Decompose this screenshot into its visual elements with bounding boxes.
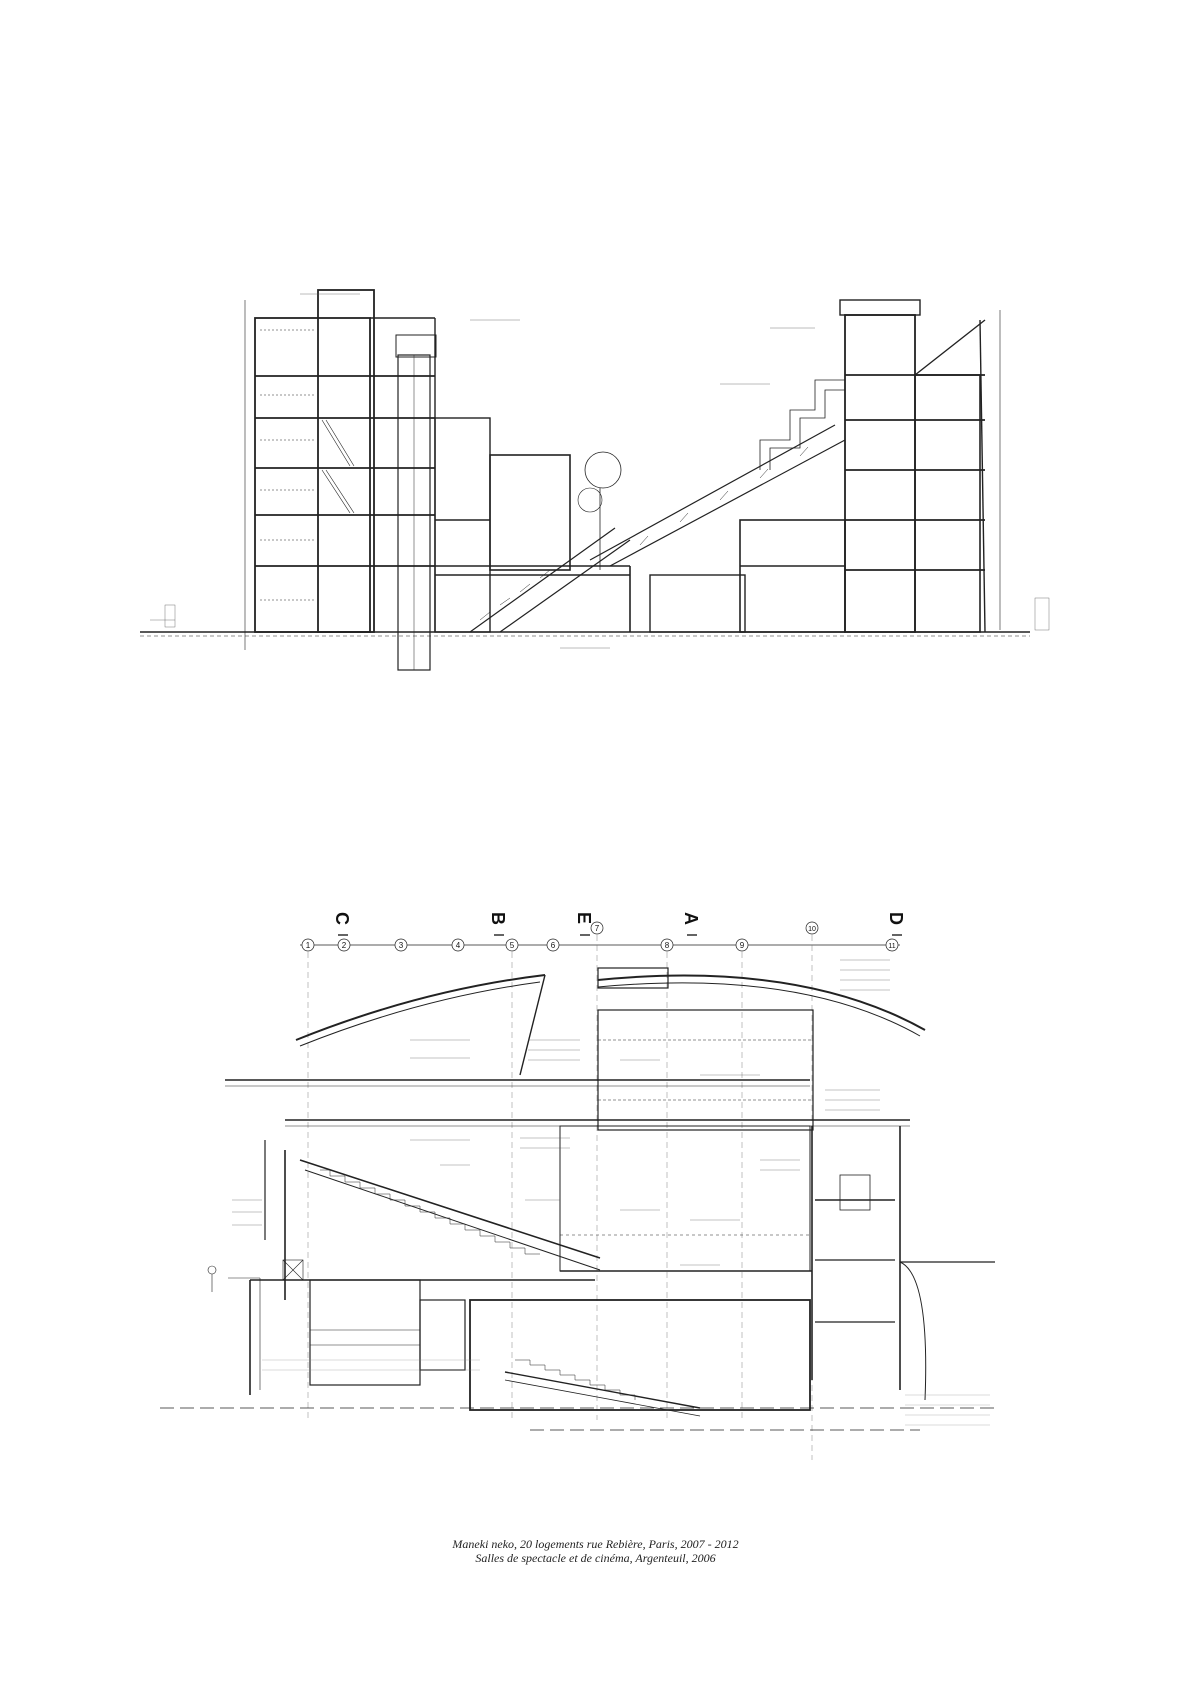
svg-text:9: 9 [740, 941, 745, 950]
grid-axis-10: 10 [805, 921, 819, 935]
grid-axis-5: 5 [505, 938, 519, 952]
svg-text:3: 3 [399, 941, 404, 950]
svg-text:6: 6 [551, 941, 556, 950]
grid-axis-9: 9 [735, 938, 749, 952]
grid-axis-8: 8 [660, 938, 674, 952]
caption-line-1: Maneki neko, 20 logements rue Rebière, P… [452, 1537, 739, 1551]
grid-axis-7: 7 [590, 921, 604, 935]
section-marker-d: D [886, 912, 906, 925]
svg-text:2: 2 [342, 941, 347, 950]
grid-axis-1: 1 [301, 938, 315, 952]
section-housing [140, 289, 1050, 671]
section-marker-e: E [574, 912, 594, 924]
grid-axis-4: 4 [451, 938, 465, 952]
section-marker-c: C [332, 912, 352, 925]
svg-text:7: 7 [595, 924, 600, 933]
svg-text:5: 5 [510, 941, 515, 950]
svg-text:11: 11 [888, 943, 895, 950]
section-marker-b: B [488, 912, 508, 925]
svg-text:4: 4 [456, 941, 461, 950]
grid-axis-3: 3 [394, 938, 408, 952]
grid-axis-6: 6 [546, 938, 560, 952]
svg-text:8: 8 [665, 941, 670, 950]
section-marker-a: A [681, 912, 701, 925]
grid-axis-2: 2 [337, 938, 351, 952]
section-theatre: C B E A D 1 2 3 4 5 6 7 8 9 10 11 [160, 912, 1000, 1460]
svg-text:10: 10 [808, 926, 816, 933]
svg-text:1: 1 [306, 941, 311, 950]
section-markers: C B E A D [332, 912, 906, 925]
grid-axes: 1 2 3 4 5 6 7 8 9 10 11 [300, 921, 900, 952]
grid-axis-11: 11 [885, 938, 899, 952]
caption-line-2: Salles de spectacle et de cinéma, Argent… [475, 1551, 716, 1565]
